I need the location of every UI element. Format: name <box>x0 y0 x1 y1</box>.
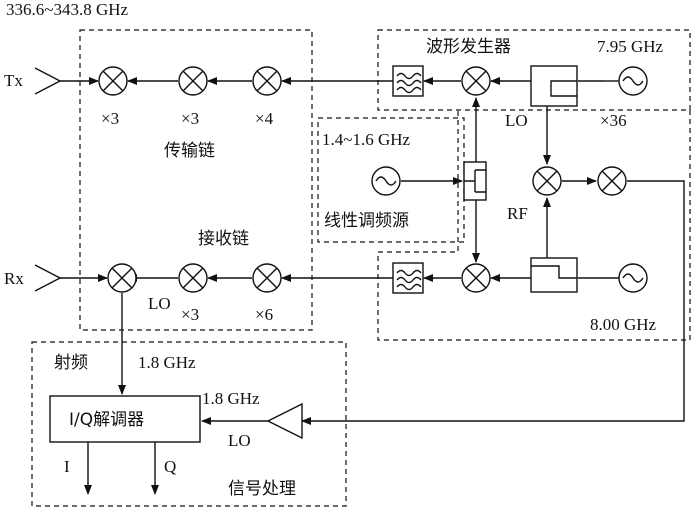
freq-795-label: 7.95 GHz <box>597 37 664 56</box>
waveform-generator-title: 波形发生器 <box>426 37 511 57</box>
rf-mixer <box>532 166 562 196</box>
freq-800-label: 8.00 GHz <box>590 315 657 334</box>
tx-multiplier-x3-a <box>98 66 128 96</box>
iq-demodulator <box>49 395 201 443</box>
waveform-generator-box-outline <box>377 110 691 341</box>
waveform-generator-box-top <box>377 29 691 111</box>
tx-multiplier-x3-b <box>178 66 208 96</box>
lo-top-label: LO <box>505 111 528 130</box>
tx-multiplier-x4 <box>252 66 282 96</box>
rf-cn-label: 射频 <box>54 353 88 373</box>
i-output-label: I <box>64 457 70 476</box>
freq-18-lo-label: 1.8 GHz <box>202 389 260 408</box>
x36-label: ×36 <box>600 111 627 130</box>
rx-antenna <box>34 264 62 292</box>
if-output-path <box>301 180 685 425</box>
signal-proc-title: 信号处理 <box>228 479 296 499</box>
rx-chain-title: 接收链 <box>198 229 249 249</box>
splitter-top <box>530 65 578 107</box>
tx-x3b-label: ×3 <box>181 109 199 128</box>
tx-bandpass-filter <box>392 65 424 97</box>
rx-lo-label: LO <box>148 294 171 313</box>
splitter-bottom <box>530 257 578 293</box>
splitter-middle <box>463 161 487 201</box>
rx-x3-label: ×3 <box>181 305 199 324</box>
lo-amp-label: LO <box>228 431 251 450</box>
rx-bandpass-filter <box>392 262 424 294</box>
oscillator-800 <box>618 263 648 293</box>
rx-multiplier-x6 <box>252 263 282 293</box>
rx-mixer-wg <box>461 263 491 293</box>
tx-x4-label: ×4 <box>255 109 274 128</box>
rx-x6-label: ×6 <box>255 305 273 324</box>
rx-multiplier-x3 <box>178 263 208 293</box>
tx-mixer <box>461 66 491 96</box>
tx-chain-title: 传输链 <box>164 141 215 161</box>
rx-mixer <box>107 263 137 293</box>
tx-antenna <box>34 67 62 95</box>
oscillator-795 <box>618 66 648 96</box>
signal-processing-box <box>31 341 347 507</box>
if-mixer <box>597 166 627 196</box>
iq-demod-label: I/Q解调器 <box>69 410 144 430</box>
freq-range-label: 336.6~343.8 GHz <box>6 0 129 19</box>
q-output-label: Q <box>164 457 176 476</box>
rx-label: Rx <box>4 269 24 288</box>
linear-fm-oscillator <box>371 166 401 196</box>
tx-rx-chain-box <box>79 29 313 331</box>
freq-18-rf-label: 1.8 GHz <box>138 353 196 372</box>
lfm-range-label: 1.4~1.6 GHz <box>322 130 411 149</box>
rf-label: RF <box>507 204 528 223</box>
lo-amplifier <box>266 402 303 440</box>
tx-label: Tx <box>4 71 23 90</box>
lfm-source-title: 线性调频源 <box>324 211 409 231</box>
tx-x3a-label: ×3 <box>101 109 119 128</box>
